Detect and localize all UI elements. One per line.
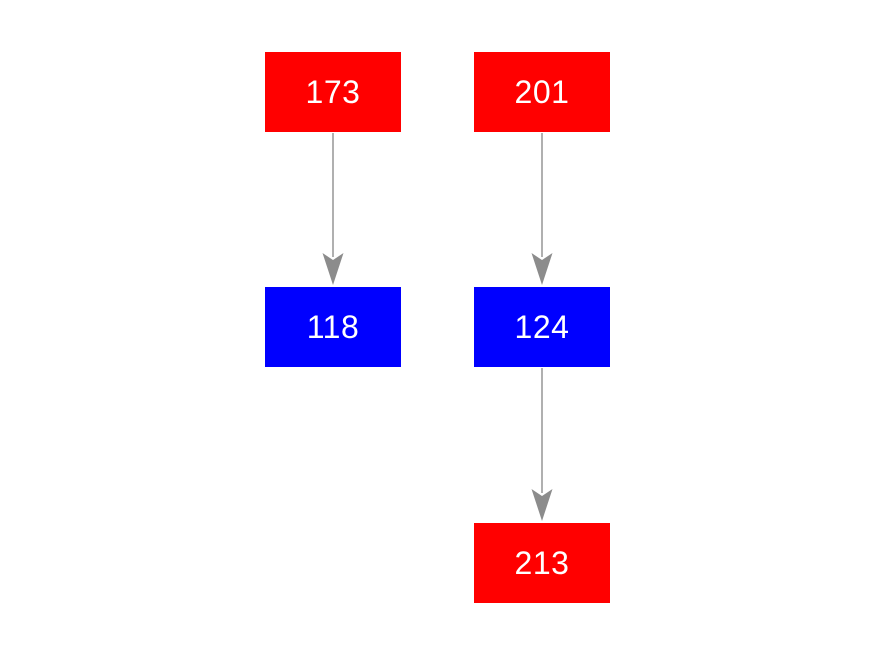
- diagram-node-118: 118: [265, 287, 401, 367]
- diagram-node-201: 201: [474, 52, 610, 132]
- node-label-213: 213: [514, 545, 570, 581]
- diagram-node-124: 124: [474, 287, 610, 367]
- node-label-201: 201: [514, 74, 570, 110]
- arrowhead-icon: [531, 253, 553, 285]
- arrowhead-icon: [322, 253, 344, 285]
- diagram-node-173: 173: [265, 52, 401, 132]
- edge-n2-n4: [531, 133, 553, 285]
- arrowhead-icon: [531, 489, 553, 521]
- node-label-173: 173: [305, 74, 361, 110]
- node-label-124: 124: [514, 309, 570, 345]
- node-label-118: 118: [306, 309, 360, 345]
- diagram-node-213: 213: [474, 523, 610, 603]
- edge-n4-n5: [531, 368, 553, 521]
- edge-n1-n3: [322, 133, 344, 285]
